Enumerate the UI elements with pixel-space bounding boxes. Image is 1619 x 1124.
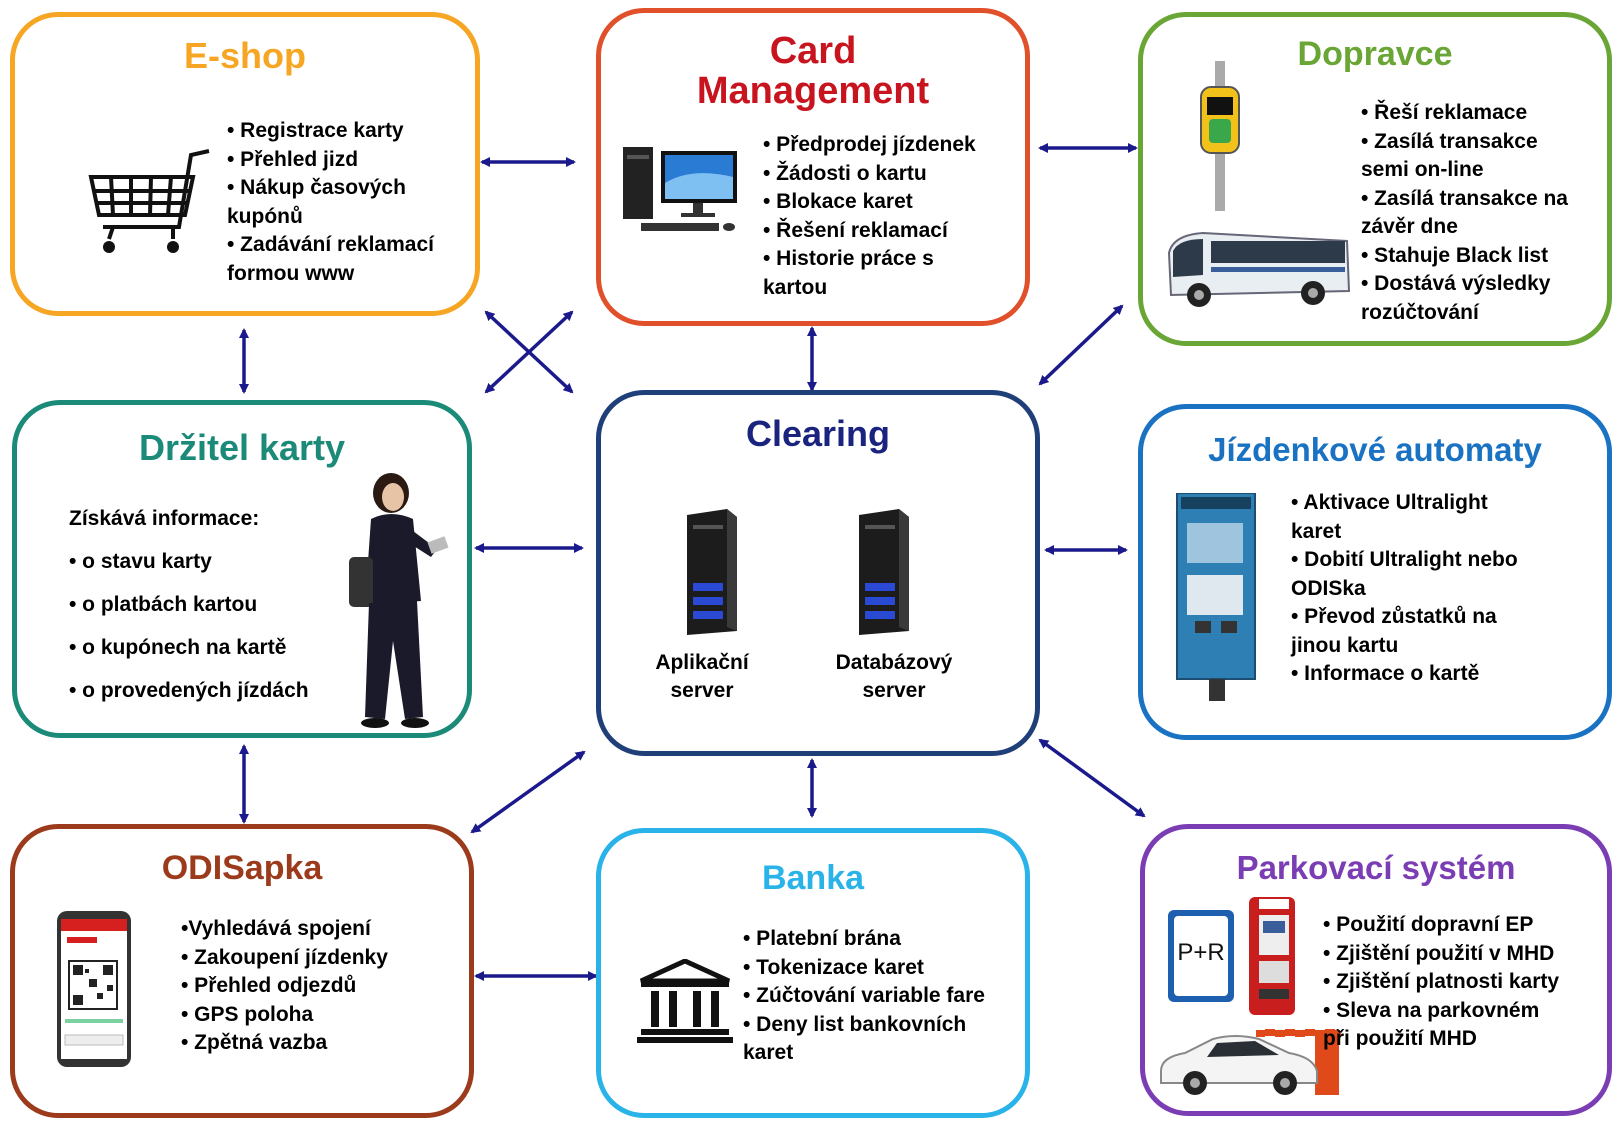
- automaty-box: Jízdenkové automaty • Aktivace Ultraligh…: [1138, 404, 1612, 740]
- server-icon: [859, 509, 909, 635]
- list-item: závěr dne: [1361, 215, 1458, 238]
- list-item: • Deny list bankovních: [743, 1012, 967, 1036]
- person-icon: [349, 473, 449, 728]
- dopravce-box: Dopravce • Řeší reklamace • Zasílá trans…: [1138, 12, 1612, 346]
- list-item: rozúčtování: [1361, 300, 1479, 324]
- list-item: • Žádosti o kartu: [763, 161, 927, 185]
- list-item: jinou kartu: [1291, 633, 1399, 657]
- server1-label: Aplikační server: [655, 651, 749, 702]
- list-item: • o kupónech na kartě: [69, 636, 287, 659]
- parking-machine-icon: [1249, 897, 1295, 1015]
- smartphone-icon: [57, 911, 131, 1067]
- list-item: • Sleva na parkovném: [1323, 998, 1540, 1022]
- list-item: • Aktivace Ultralight: [1291, 491, 1488, 514]
- list-item: • Stahuje Black list: [1361, 243, 1549, 267]
- list-item: • Převod zůstatků na: [1291, 605, 1497, 628]
- parkovaci-title: Parkovací systém: [1236, 849, 1516, 886]
- drzitel-box: Držitel karty Získává informace: • o sta…: [12, 400, 472, 738]
- clearing-title: Clearing: [745, 413, 891, 454]
- dopravce-list: • Řeší reklamace • Zasílá transakce semi…: [1361, 99, 1568, 327]
- banka-box: Banka • Platební brána • Tokenizace kare…: [596, 828, 1030, 1118]
- card-title-line2: Management: [696, 70, 930, 112]
- parkovaci-box: Parkovací systém P+R • Použití dopravní …: [1140, 824, 1612, 1116]
- list-item: • Blokace karet: [763, 190, 913, 213]
- server-icon: [687, 509, 737, 635]
- list-item: • o provedených jízdách: [69, 679, 309, 702]
- list-item: • Registrace karty: [227, 119, 404, 142]
- arrow-clearing-parkovaci: [1038, 738, 1146, 818]
- eshop-list: • Registrace karty • Přehled jizd • Náku…: [227, 117, 434, 288]
- bus-icon: [1167, 231, 1351, 307]
- card-management-title: Card Management: [601, 31, 1025, 111]
- list-item: • Zasílá transakce: [1361, 129, 1538, 153]
- list-item: • Zjištění použití v MHD: [1323, 941, 1555, 965]
- list-item: • Zadávání reklamací: [227, 233, 434, 256]
- eshop-title: E-shop: [184, 35, 306, 76]
- list-item: • Zúčtování variable fare: [743, 984, 985, 1007]
- arrow-cross-2: [484, 310, 574, 394]
- drzitel-list: Získává informace: • o stavu karty • o p…: [69, 497, 309, 712]
- desktop-computer-icon: [623, 147, 737, 231]
- list-item: • Zakoupení jízdenky: [181, 945, 388, 969]
- list-item: kupónů: [227, 204, 303, 228]
- list-item: Získává informace:: [69, 507, 260, 530]
- list-item: • Dostává výsledky: [1361, 272, 1551, 295]
- odisapka-title: ODISapka: [161, 849, 323, 887]
- list-item: • Zjištění platnosti karty: [1323, 970, 1560, 993]
- list-item: • Předprodej jízdenek: [763, 133, 976, 156]
- list-item: • Nákup časových: [227, 176, 406, 199]
- list-item: formou www: [227, 261, 355, 285]
- card-management-box: Card Management • Předprodej jízdenek • …: [596, 8, 1030, 326]
- list-item: při použití MHD: [1323, 1027, 1477, 1050]
- list-item: • Platební brána: [743, 927, 901, 950]
- arrow-dopravce-clearing: [1038, 304, 1124, 386]
- odisapka-box: ODISapka •Vyhledává spojení • Zakoupení …: [10, 824, 474, 1118]
- card-title-line1: Card: [769, 30, 857, 72]
- banka-title: Banka: [761, 859, 865, 897]
- list-item: ODISka: [1291, 576, 1366, 600]
- car-icon: [1160, 1028, 1342, 1095]
- eshop-box: E-shop • Registrace karty • Přehled jizd…: [10, 12, 480, 316]
- shopping-cart-icon: [88, 149, 210, 253]
- card-validator-icon: [1200, 61, 1240, 211]
- list-item: • Řeší reklamace: [1361, 101, 1528, 124]
- parking-sign-text: P+R: [1177, 939, 1225, 966]
- list-item: • GPS poloha: [181, 1002, 314, 1026]
- list-item: kartou: [763, 275, 828, 299]
- parking-sign-icon: [1168, 910, 1234, 1002]
- list-item: •Vyhledává spojení: [181, 917, 371, 940]
- banka-list: • Platební brána • Tokenizace karet • Zú…: [743, 925, 985, 1068]
- list-item: • Přehled jizd: [227, 147, 359, 171]
- list-item: semi on-line: [1361, 158, 1484, 181]
- dopravce-title: Dopravce: [1297, 35, 1453, 73]
- list-item: karet: [1291, 519, 1342, 543]
- parkovaci-list: • Použití dopravní EP • Zjištění použití…: [1323, 911, 1559, 1054]
- list-item: • Informace o kartě: [1291, 662, 1480, 685]
- bank-icon: [637, 959, 733, 1043]
- list-item: • Historie práce s: [763, 247, 934, 270]
- clearing-box: Clearing Aplikační server Databázový ser…: [596, 390, 1040, 756]
- list-item: • Použití dopravní EP: [1323, 913, 1534, 936]
- automaty-list: • Aktivace Ultralight karet • Dobití Ult…: [1291, 489, 1518, 689]
- list-item: • Tokenizace karet: [743, 955, 924, 979]
- list-item: • o platbách kartou: [69, 593, 258, 616]
- server2-label: Databázový server: [835, 651, 953, 702]
- odisapka-list: •Vyhledává spojení • Zakoupení jízdenky …: [181, 915, 388, 1058]
- list-item: • o stavu karty: [69, 550, 212, 573]
- list-item: • Řešení reklamací: [763, 218, 948, 242]
- list-item: • Zasílá transakce na: [1361, 186, 1568, 210]
- drzitel-title: Držitel karty: [138, 427, 346, 468]
- list-item: • Dobití Ultralight nebo: [1291, 548, 1518, 571]
- automaty-title: Jízdenkové automaty: [1208, 431, 1542, 468]
- card-list: • Předprodej jízdenek • Žádosti o kartu …: [763, 131, 976, 302]
- list-item: • Zpětná vazba: [181, 1031, 328, 1054]
- ticket-machine-icon: [1176, 493, 1256, 701]
- list-item: • Přehled odjezdů: [181, 974, 357, 997]
- arrow-odisapka-clearing: [470, 750, 586, 834]
- list-item: karet: [743, 1041, 794, 1064]
